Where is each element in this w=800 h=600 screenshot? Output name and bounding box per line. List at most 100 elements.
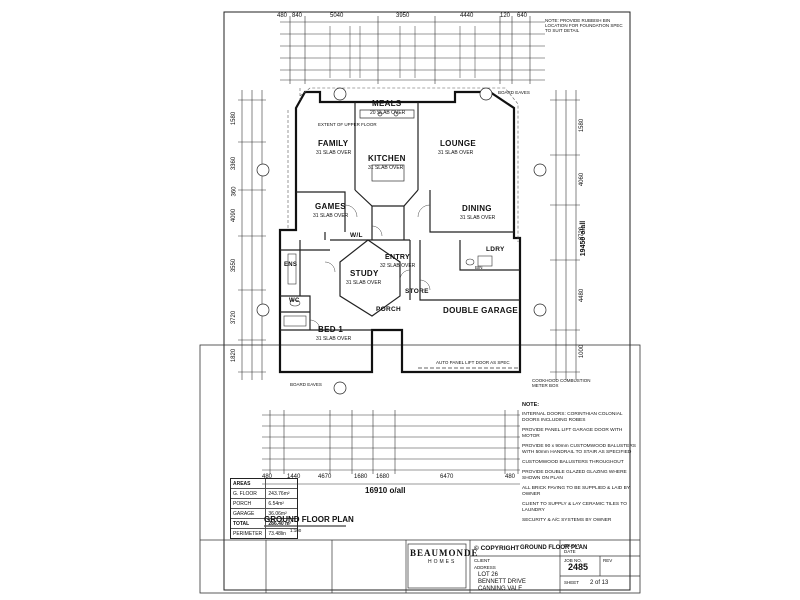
bottom-dim-7: 480 <box>505 474 516 480</box>
bottom-dimension-lines <box>262 410 520 474</box>
wet-area-fixtures <box>283 253 493 327</box>
room-double-garage: DOUBLE GARAGE <box>443 306 519 315</box>
copyright-label: © COPYRIGHT <box>474 545 520 552</box>
room-meals-sub: 20 SLAB OVER <box>370 110 406 116</box>
note-item: PROVIDE 90 x 90mm CUSTOMWOOD BALUSTERS W… <box>522 444 636 455</box>
bottom-dim-4: 1680 <box>354 474 368 480</box>
area-row-label: PORCH <box>233 500 252 507</box>
sheet-number: 2 of 13 <box>590 580 609 586</box>
top-dim-3: 5040 <box>330 13 344 19</box>
right-dim-4: 4480 <box>579 288 586 303</box>
room-lounge: LOUNGE <box>440 139 477 148</box>
area-row-label: G. FLOOR <box>233 490 257 497</box>
room-wil: W/L <box>350 232 363 239</box>
room-entry-sub: 32 SLAB OVER <box>380 263 416 269</box>
note-item: CUSTOMWOOD BALUSTERS THROUGHOUT <box>522 460 624 465</box>
room-kitchen: KITCHEN <box>368 154 406 163</box>
external-walls <box>278 90 522 374</box>
room-games-sub: 31 SLAB OVER <box>313 213 349 219</box>
job-number: 2485 <box>568 562 589 572</box>
note-item: SECURITY & A/C SYSTEMS BY OWNER <box>522 518 612 523</box>
note-item: CLIENT TO SUPPLY & LAY CERAMIC TILES TO … <box>522 502 627 513</box>
area-row-value: 286.40 m² <box>265 519 297 528</box>
drawing-title: GROUND FLOOR PLAN <box>520 545 588 551</box>
left-dim-1: 1580 <box>231 111 238 126</box>
drawn-label: DRAWN <box>564 543 581 548</box>
plan-title: GROUND FLOOR PLAN <box>264 515 354 524</box>
area-row-value: 73.48lin <box>265 529 297 538</box>
area-row-label: GARAGE <box>233 510 255 517</box>
top-right-note: NOTE: PROVIDE RUBBISH BIN LOCATION FOR F… <box>545 18 623 33</box>
bottom-dim-5: 1680 <box>376 474 390 480</box>
address-suburb: CANNING VALE <box>478 586 523 592</box>
room-study-sub: 31 SLAB OVER <box>346 280 382 286</box>
room-family-sub: 31 SLAB OVER <box>316 150 352 156</box>
kitchen-fixtures <box>359 109 415 182</box>
room-ldry: LDRY <box>486 246 505 253</box>
note-board-eaves-left: BOARD EAVES <box>290 382 322 387</box>
top-dim-2: 840 <box>292 13 303 19</box>
left-dim-4: 4090 <box>231 208 238 223</box>
note-bin: BIN <box>475 265 483 270</box>
section-markers <box>256 87 547 395</box>
right-dim-2: 4060 <box>579 172 586 187</box>
room-family: FAMILY <box>318 139 349 148</box>
top-dimension-ticks <box>329 26 476 78</box>
room-bed1: BED 1 <box>318 325 344 334</box>
door-swings <box>309 204 431 331</box>
left-dim-6: 3720 <box>231 310 238 325</box>
top-dim-4: 3950 <box>396 13 410 19</box>
brand-sub: HOMES <box>428 559 457 565</box>
rev-label: REV <box>603 558 613 563</box>
room-lounge-sub: 31 SLAB OVER <box>438 150 474 156</box>
top-dim-7: 640 <box>517 13 528 19</box>
area-row-label: PERIMETER <box>233 530 263 537</box>
note-item: ALL BRICK PAVING TO BE SUPPLIED & LAID B… <box>522 486 630 497</box>
upper-floor-extent <box>287 87 519 242</box>
note-item: INTERNAL DOORS: CORINTHIAN COLONIAL DOOR… <box>522 412 623 423</box>
left-dim-7: 1820 <box>231 348 238 363</box>
note-auto-door: AUTO PANEL LIFT DOOR AS SPEC <box>436 360 510 365</box>
note-item: PROVIDE DOUBLE GLAZED GLAZING WHERE SHOW… <box>522 470 627 481</box>
right-overall-dim: 19450 o/all <box>580 220 588 257</box>
room-games: GAMES <box>315 202 346 211</box>
notes-heading: NOTE: <box>522 402 540 408</box>
title-block-frame <box>199 344 641 594</box>
room-wc: WC <box>289 298 300 304</box>
job-label: JOB NO. <box>564 558 583 563</box>
room-entry: ENTRY <box>385 254 410 261</box>
room-dining-sub: 31 SLAB OVER <box>460 215 496 221</box>
overall-width: 16910 o/all <box>365 486 406 495</box>
internal-walls <box>280 102 520 331</box>
left-dim-5: 3550 <box>231 258 238 273</box>
right-dim-1: 1580 <box>579 118 586 133</box>
address-label: ADDRESS <box>474 565 496 570</box>
bottom-dim-6: 6470 <box>440 474 454 480</box>
top-dim-1: 480 <box>277 13 288 19</box>
brand-logo: BEAUMONDE <box>410 548 479 558</box>
room-dining: DINING <box>462 204 492 213</box>
room-study: STUDY <box>350 269 379 278</box>
date-label: DATE <box>564 549 576 554</box>
room-bed1-sub: 31 SLAB OVER <box>316 336 352 342</box>
client-label: CLIENT <box>474 558 491 563</box>
left-dim-2: 3360 <box>231 156 238 171</box>
right-dim-5: 1000 <box>579 344 586 359</box>
brand-name: BEAUMONDE <box>410 548 479 558</box>
top-dimension-lines <box>280 16 545 84</box>
plan-scale: 1:100 <box>290 528 302 533</box>
note-extent-upper: EXTENT OF UPPER FLOOR <box>318 122 377 127</box>
room-store: STORE <box>405 288 429 295</box>
note-board-eaves-right: BOARD EAVES <box>498 90 530 95</box>
title-block-grid <box>200 539 640 593</box>
note-item: PROVIDE PANEL LIFT GARAGE DOOR WITH MOTO… <box>522 428 623 439</box>
sheet-frame <box>223 11 631 591</box>
bottom-dim-1: 480 <box>262 474 273 480</box>
